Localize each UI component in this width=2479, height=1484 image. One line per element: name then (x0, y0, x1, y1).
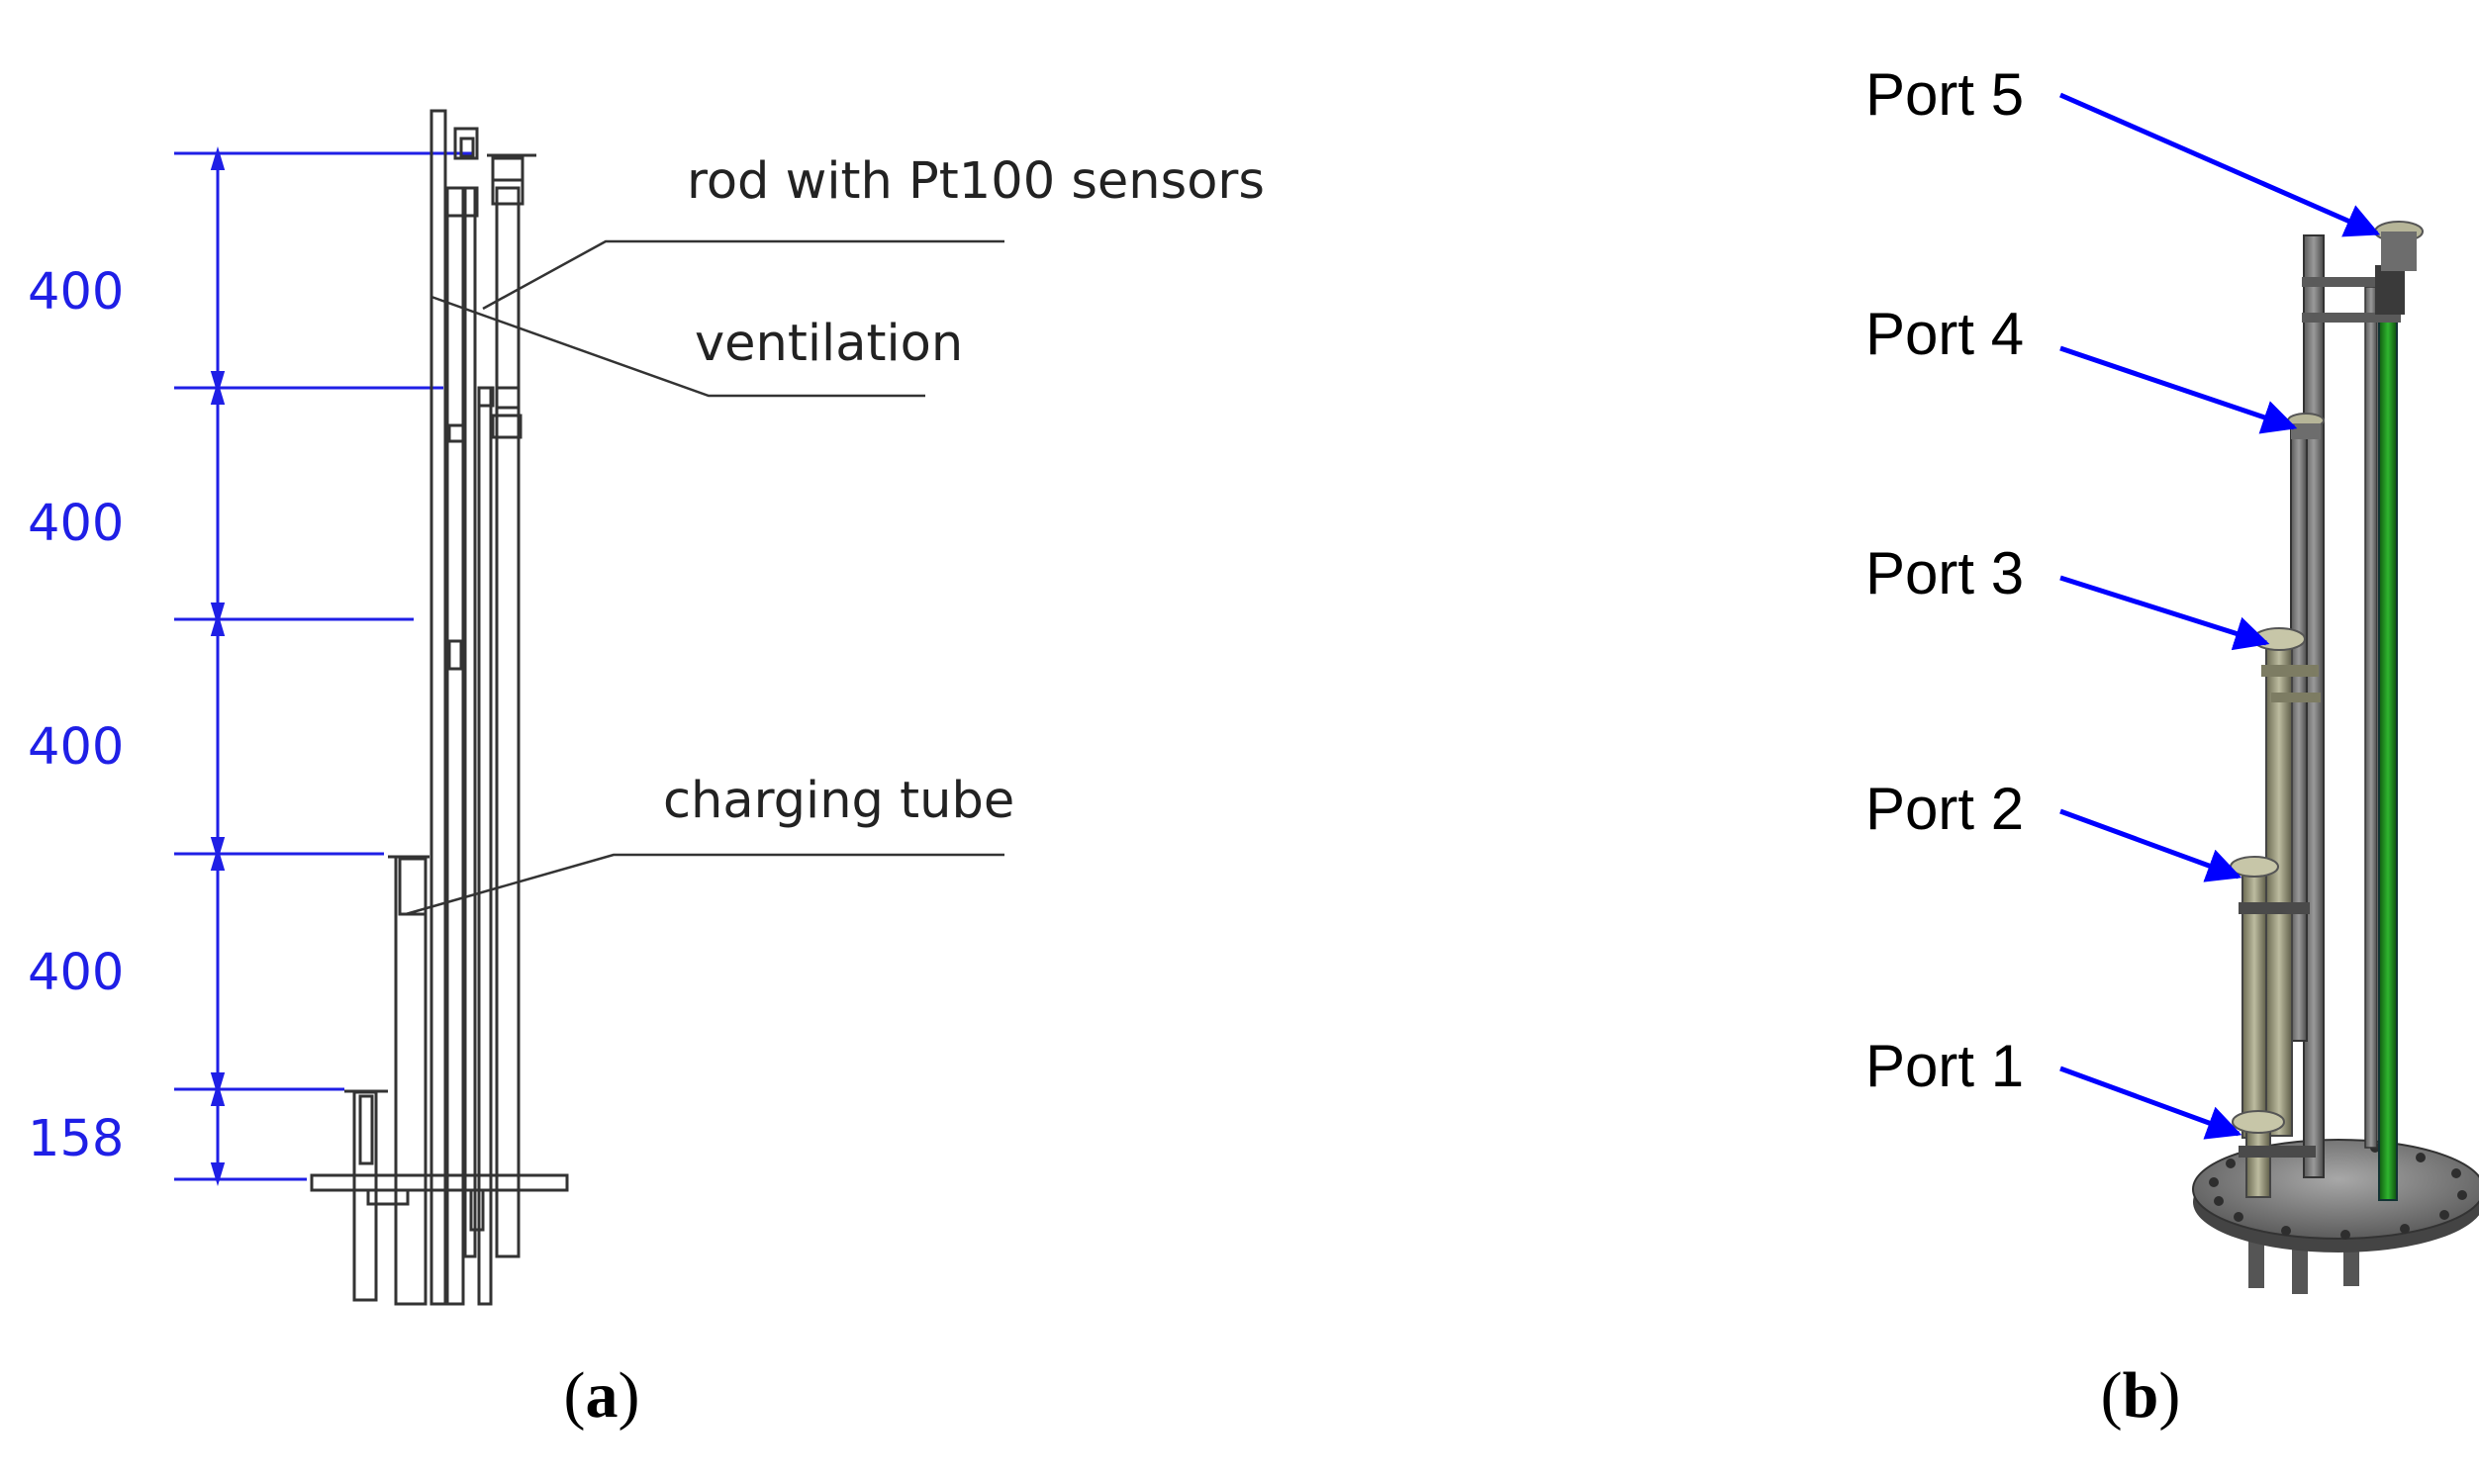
callouts: rod with Pt100 sensors ventilation charg… (405, 152, 1265, 916)
dimension-label: 158 (28, 1110, 124, 1168)
probe-drawing (310, 109, 569, 1306)
port-fitting (491, 414, 523, 439)
dimension-label: 400 (28, 263, 124, 322)
sensor-rod-green (2378, 274, 2398, 1201)
dimension-chain: 400 400 400 400 158 (28, 146, 473, 1186)
port3-clamp (2261, 665, 2319, 677)
port-fitting (477, 386, 495, 408)
top-coupling (491, 156, 524, 182)
panel-a: 400 400 400 400 158 (28, 109, 1265, 1432)
port4-tube (2290, 426, 2308, 1042)
port2-arrow (2059, 808, 2242, 882)
port3-arrow (2059, 575, 2270, 651)
port4-arrow (2059, 345, 2298, 434)
port3-clamp (2271, 693, 2321, 702)
port1-arrow (2059, 1066, 2242, 1140)
port-fitting (495, 386, 521, 410)
port2-label: Port 2 (1865, 776, 2024, 842)
back-rod (2364, 286, 2378, 1149)
port-fitting (447, 423, 465, 443)
panel-b: Port 5 Port 4 Port 3 Port 2 Port 1 (b) (1865, 61, 2479, 1432)
top-bracket (2302, 277, 2401, 287)
port5-arrow (2058, 92, 2381, 237)
panel-b-caption: (b) (2101, 1359, 2181, 1432)
port3-tube (2265, 640, 2293, 1137)
port-arrows (2058, 92, 2381, 1140)
charging-leader (405, 853, 1004, 916)
ventilation-label: ventilation (695, 315, 963, 373)
top-fitting (453, 127, 479, 160)
coupling (491, 178, 524, 206)
middle-rod (477, 386, 493, 1306)
port2-clamp (2239, 902, 2310, 914)
ventilation-rod (429, 109, 447, 1306)
port1-cap (2232, 1110, 2285, 1134)
probe-3d-model (2192, 221, 2479, 1294)
dimension-label: 400 (28, 718, 124, 777)
charging-label: charging tube (663, 772, 1014, 830)
port1-clamp (2239, 1146, 2316, 1158)
top-bracket (2302, 313, 2401, 323)
dimension-label: 400 (28, 944, 124, 1002)
port5-body (2381, 232, 2417, 271)
port3-label: Port 3 (1865, 540, 2024, 606)
sensor-rod (445, 186, 465, 1306)
ventilation-leader (430, 295, 925, 398)
rod-label: rod with Pt100 sensors (687, 152, 1265, 211)
top-connector (2375, 265, 2405, 315)
base-plate (2192, 1139, 2479, 1240)
port-fitting (447, 639, 463, 671)
rod-leader (482, 239, 1004, 311)
dimension-label: 400 (28, 495, 124, 553)
charging-tube (394, 855, 428, 1306)
short-tube-coupling (358, 1094, 374, 1165)
port4-label: Port 4 (1865, 301, 2024, 367)
base-plate (310, 1173, 569, 1192)
port2-cap (2230, 856, 2279, 878)
coupling (445, 186, 479, 218)
port1-tube (2245, 1127, 2271, 1198)
port1-label: Port 1 (1865, 1033, 2024, 1099)
inner-rod (463, 186, 477, 1258)
port5-label: Port 5 (1865, 61, 2024, 128)
panel-a-caption: (a) (564, 1359, 640, 1432)
outer-rod (495, 186, 521, 1258)
bottom-fitting (469, 1188, 485, 1232)
port4-body (2291, 423, 2321, 439)
top-fitting (459, 137, 475, 158)
bottom-fitting (366, 1188, 410, 1206)
tube-coupling (398, 857, 428, 916)
